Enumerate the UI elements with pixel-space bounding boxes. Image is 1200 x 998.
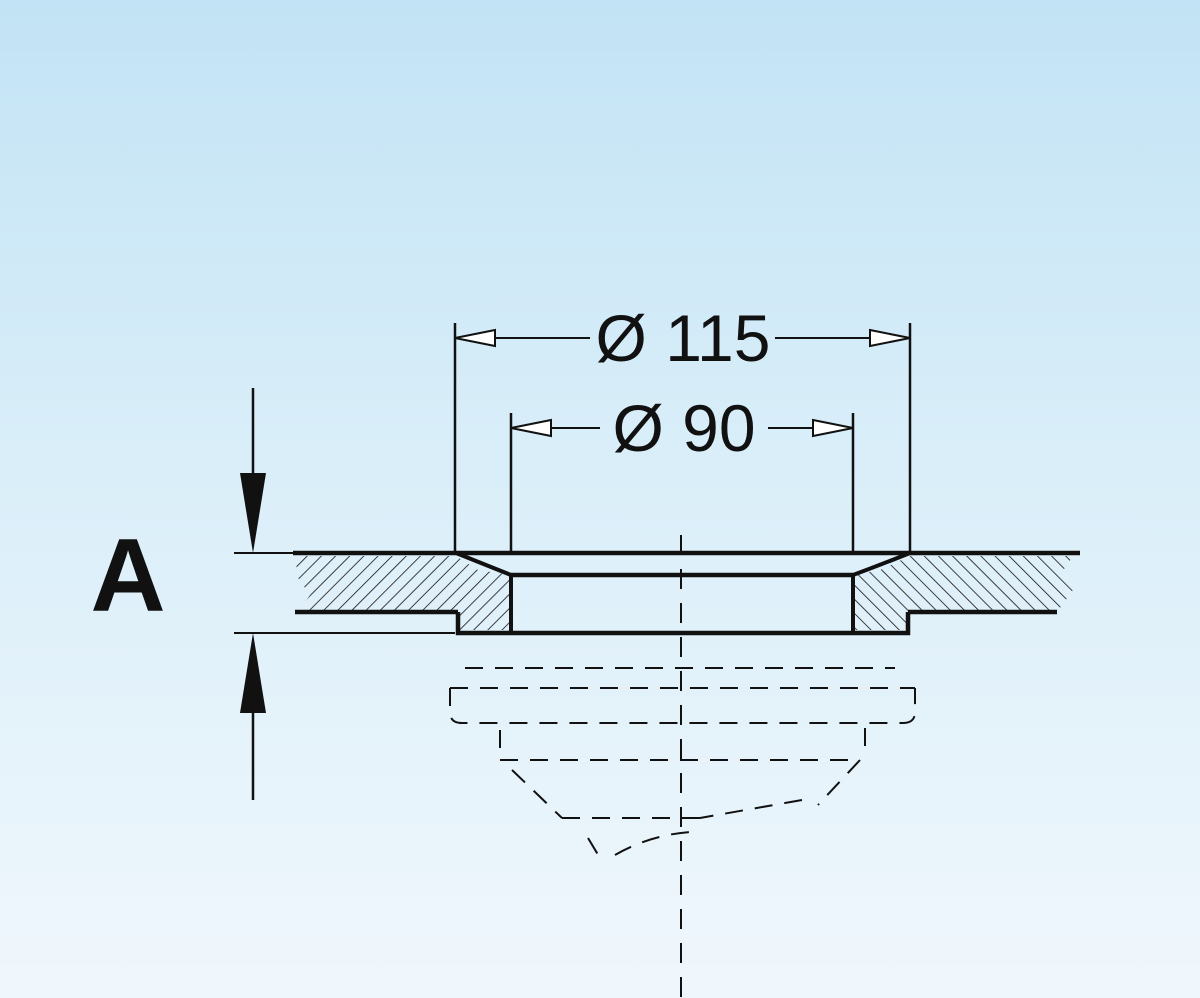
arrowhead-up <box>240 633 266 713</box>
height-label: A <box>90 518 165 634</box>
worktop-section-left <box>295 556 510 630</box>
arrowhead-right <box>869 328 911 348</box>
worktop-section-right <box>852 556 1073 630</box>
arrowhead-left <box>510 418 552 438</box>
arrowhead-down <box>240 473 266 553</box>
sink-section <box>293 550 1080 636</box>
arrowhead-right <box>812 418 854 438</box>
hidden-basket-outline <box>449 667 916 859</box>
height-dimension: A <box>90 388 455 800</box>
inner-diameter-label: Ø 90 <box>612 391 755 465</box>
inner-diameter-dimension: Ø 90 <box>509 391 855 553</box>
arrowhead-left <box>454 328 496 348</box>
outer-diameter-dimension: Ø 115 <box>453 301 912 553</box>
outer-diameter-label: Ø 115 <box>596 301 771 375</box>
